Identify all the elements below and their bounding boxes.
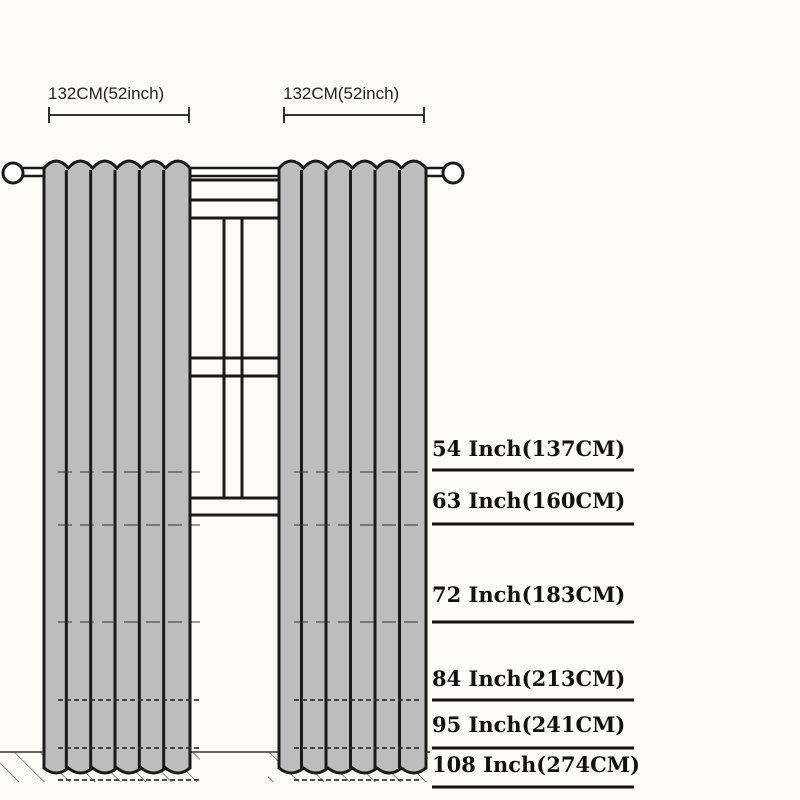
- window-frame: [186, 178, 282, 517]
- length-label: 108 Inch(274CM): [432, 752, 640, 777]
- width-label-right: 132CM(52inch): [283, 84, 399, 103]
- window: [186, 178, 282, 517]
- length-label: 95 Inch(241CM): [432, 712, 625, 737]
- rod-finial-left: [1, 161, 25, 185]
- length-label: 84 Inch(213CM): [432, 666, 625, 691]
- length-label: 63 Inch(160CM): [432, 488, 625, 513]
- width-dimension-left: 132CM(52inch): [48, 84, 190, 123]
- curtain-rod: [1, 161, 465, 185]
- curtain-panel-right: [277, 159, 428, 775]
- curtain-left-fabric: [42, 159, 192, 775]
- length-guides: 54 Inch(137CM) 63 Inch(160CM) 72 Inch(183C…: [58, 436, 640, 789]
- width-dimension-right: 132CM(52inch): [283, 84, 425, 123]
- curtain-right-fabric: [277, 159, 428, 775]
- length-label: 72 Inch(183CM): [432, 582, 625, 607]
- length-label: 54 Inch(137CM): [432, 436, 625, 461]
- rod-finial-right: [441, 161, 465, 185]
- curtain-panel-left: [42, 159, 192, 775]
- width-label-left: 132CM(52inch): [48, 84, 164, 103]
